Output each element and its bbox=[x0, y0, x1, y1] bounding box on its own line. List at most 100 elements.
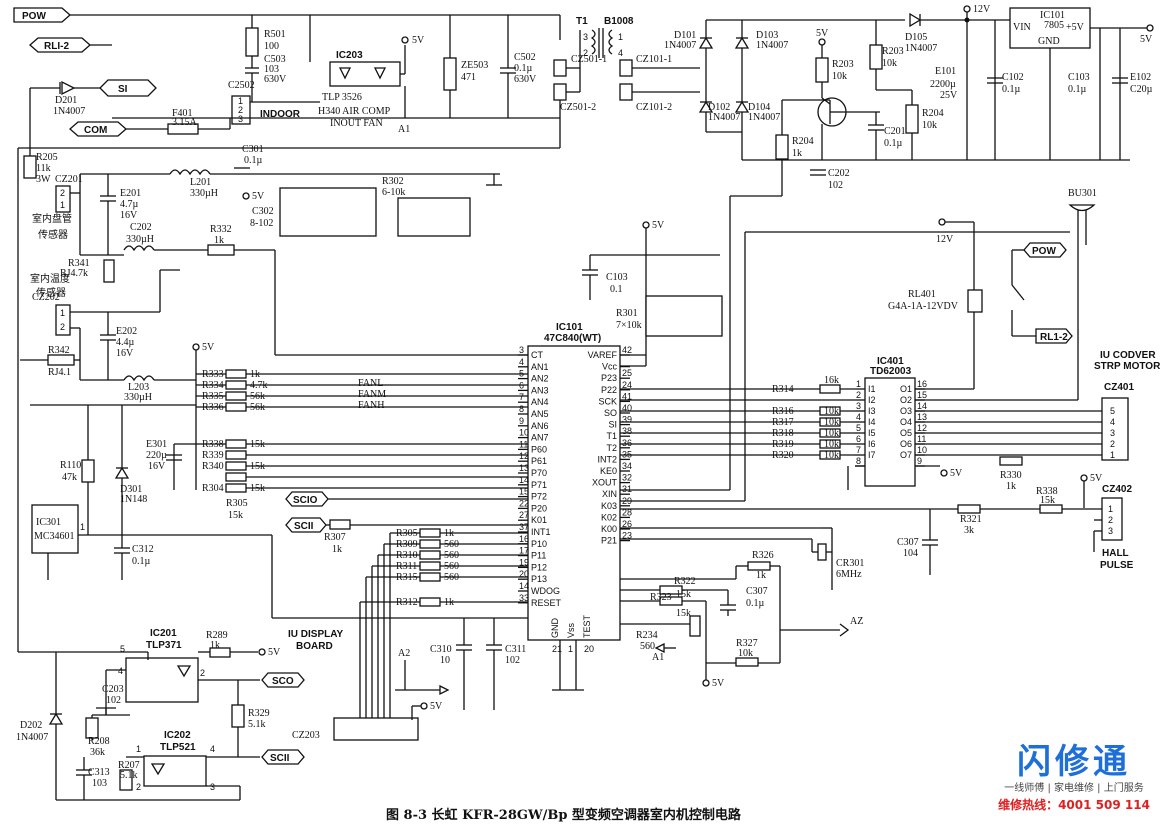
label-reg-ref: IC101 bbox=[1040, 10, 1065, 21]
label-r321: R321 bbox=[960, 514, 982, 525]
resistor-r320 bbox=[819, 450, 841, 460]
label-iu-coder: IU CODVER bbox=[1100, 350, 1156, 361]
label-c313-value: 103 bbox=[92, 778, 107, 789]
label-r329-value: 5.1k bbox=[248, 719, 266, 730]
label-ic201: IC201 bbox=[150, 628, 177, 639]
label-inout-fan: INOUT FAN bbox=[330, 118, 383, 129]
label-r323-value: 15k bbox=[676, 608, 691, 619]
label-reg-gnd: GND bbox=[1038, 36, 1060, 47]
label-5v-transistor: 5V bbox=[816, 28, 829, 39]
terminal-sco-label: SCO bbox=[272, 676, 294, 687]
pin-number: 6 bbox=[856, 434, 861, 444]
label-c307-value: 0.1µ bbox=[746, 598, 765, 609]
label-e101-voltage: 25V bbox=[940, 90, 958, 101]
label-e202: E202 bbox=[116, 326, 137, 337]
label-c102: C102 bbox=[1002, 72, 1024, 83]
label-r205-watt: 3W bbox=[36, 174, 51, 185]
label-d102: D102 bbox=[708, 102, 730, 113]
label-c103-value: 0.1 bbox=[610, 284, 623, 295]
connector-cz101-2 bbox=[619, 83, 633, 101]
pin-number: 3 bbox=[1110, 428, 1115, 438]
pin-number: 5 bbox=[856, 423, 861, 433]
resistor-r205 bbox=[23, 155, 37, 179]
pin-name: T1 bbox=[606, 431, 617, 441]
diode-d101 bbox=[698, 36, 714, 49]
terminal-rli2 bbox=[29, 37, 91, 53]
label-r319: R319 bbox=[772, 439, 794, 450]
pin-number: 1 bbox=[568, 644, 573, 654]
label-c202-value: 330µH bbox=[126, 234, 154, 245]
label-cr301: CR301 bbox=[836, 558, 864, 569]
label-ze503: ZE503 bbox=[461, 60, 488, 71]
bottom-opto-section: IC201 TLP371 5 4 2 R289 1k 5V SCO R329 5… bbox=[16, 628, 305, 801]
terminal-pow-label: POW bbox=[22, 11, 46, 22]
pin-number: 17 bbox=[519, 546, 529, 556]
label-5v-mcu: 5V bbox=[652, 220, 665, 231]
resistor-r334 bbox=[225, 380, 247, 390]
label-5v-cz402: 5V bbox=[1090, 473, 1103, 484]
resistor-r501 bbox=[245, 27, 259, 57]
pin-number: 27 bbox=[519, 510, 529, 520]
label-c103a-value: 0.1µ bbox=[1068, 84, 1087, 95]
label-r203a: R203 bbox=[832, 59, 854, 70]
inductor-l201 bbox=[169, 169, 211, 176]
connector-cz202 bbox=[55, 304, 71, 336]
label-l201-value: 330µH bbox=[190, 188, 218, 199]
label-c203-value: 102 bbox=[106, 695, 121, 706]
label-d201-value: 1N4007 bbox=[53, 106, 85, 117]
regulator-7805 bbox=[1009, 7, 1091, 49]
label-r205-value: 11k bbox=[36, 163, 51, 174]
label-d202: D202 bbox=[20, 720, 42, 731]
label-rl401: RL401 bbox=[908, 289, 936, 300]
label-sensor1-line1: 室内盘管 bbox=[32, 212, 72, 225]
terminal-scii-bottom bbox=[261, 749, 305, 765]
label-ic401-part: TD62003 bbox=[870, 366, 912, 377]
pin-number: 5 bbox=[519, 369, 524, 379]
figure-caption: 图 8-3 长虹 KFR-28GW/Bp 型变频空调器室内机控制电路 bbox=[386, 807, 742, 823]
arrow-a1-icon bbox=[654, 642, 665, 654]
pin-number: 20 bbox=[519, 569, 529, 579]
svg-text:2: 2 bbox=[60, 322, 65, 332]
pin-name: Vss bbox=[566, 622, 576, 638]
pin-name: P21 bbox=[601, 536, 617, 546]
resistor-r315 bbox=[419, 572, 441, 582]
label-r208-value: 36k bbox=[90, 747, 105, 758]
cz402-pins: 123 bbox=[1108, 504, 1113, 536]
terminal-sco bbox=[261, 672, 305, 688]
resistor-r330 bbox=[999, 456, 1023, 466]
supply-5v-ic203 bbox=[401, 36, 409, 44]
label-c307: C307 bbox=[746, 586, 768, 597]
terminal-com-label: COM bbox=[84, 125, 107, 136]
label-e301-value: 220µ bbox=[146, 450, 167, 461]
pin-name: K02 bbox=[601, 512, 617, 522]
pin-name: K01 bbox=[531, 515, 547, 525]
supply-5v-transistor bbox=[818, 38, 826, 46]
connector-cz203 bbox=[333, 717, 419, 741]
label-e301-voltage: 16V bbox=[148, 461, 166, 472]
label-d101-value: 1N4007 bbox=[664, 40, 696, 51]
pin-name: P13 bbox=[531, 574, 547, 584]
pin-number: 7 bbox=[519, 392, 524, 402]
pin-number: 12 bbox=[519, 451, 529, 461]
ic203-led-icon bbox=[338, 67, 352, 80]
inductor-l203 bbox=[123, 375, 155, 382]
label-5v-left: 5V bbox=[202, 342, 215, 353]
transformer-primary bbox=[590, 29, 596, 55]
resistor-r333 bbox=[225, 369, 247, 379]
terminal-scii-bottom-label: SCII bbox=[270, 753, 290, 764]
pin-name: AN5 bbox=[531, 409, 549, 419]
pin-number: 13 bbox=[519, 463, 529, 473]
label-r307-value: 1k bbox=[332, 544, 342, 555]
label-ic301: IC301 bbox=[36, 517, 61, 528]
pin-number: 12 bbox=[917, 423, 927, 433]
label-d103: D103 bbox=[756, 30, 778, 41]
label-r314-value: 16k bbox=[824, 375, 839, 386]
label-r341-value: RJ4.7k bbox=[60, 268, 88, 279]
crystal-cr301 bbox=[817, 543, 827, 561]
pin-number: 3 bbox=[856, 401, 861, 411]
label-c312: C312 bbox=[132, 544, 154, 555]
label-indoor: INDOOR bbox=[260, 109, 301, 120]
pin-number: 33 bbox=[519, 593, 529, 603]
ic-ic301 bbox=[31, 504, 79, 554]
